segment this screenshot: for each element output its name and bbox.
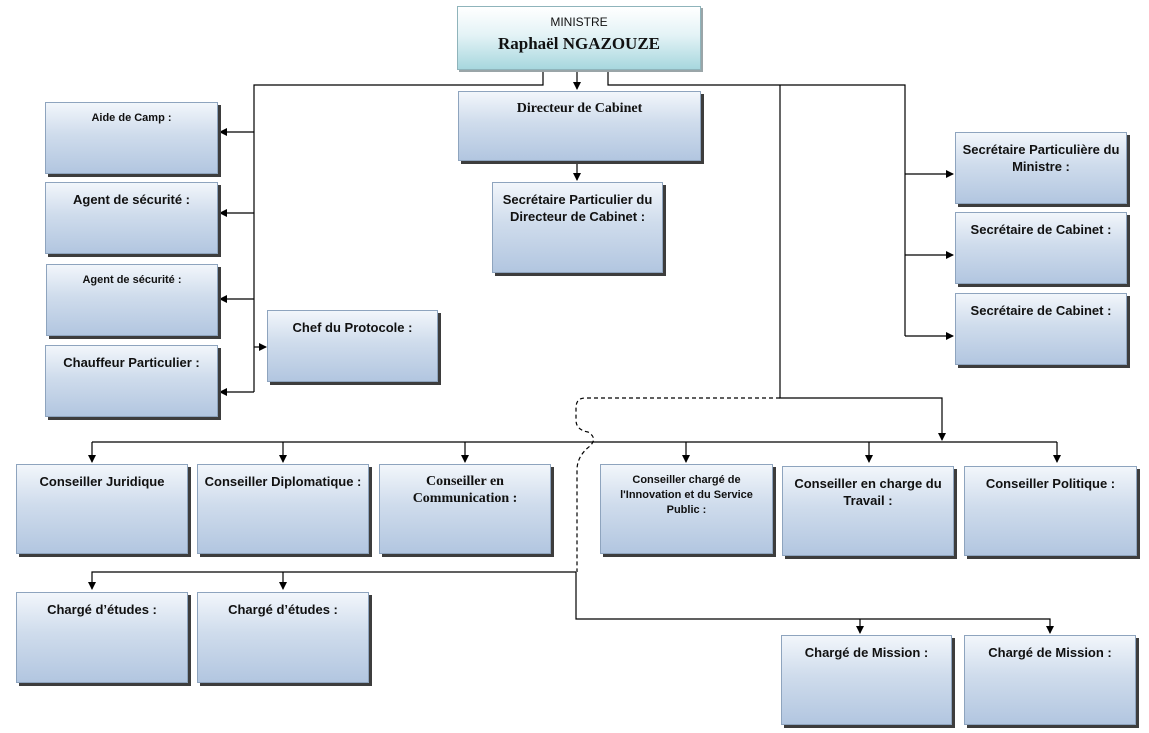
conseiller-label-3: Conseiller chargé de l'Innovation et du …: [620, 474, 753, 516]
minister-title: MINISTRE: [550, 15, 608, 29]
minister-box: MINISTRE Raphaël NGAZOUZE: [457, 6, 701, 70]
conseiller-label-1: Conseiller Diplomatique :: [204, 474, 362, 489]
charge-etudes-label-1: Chargé d’études :: [228, 602, 338, 617]
minister-name: Raphaël NGAZOUZE: [498, 34, 660, 53]
conseiller-innovation-box: Conseiller chargé de l'Innovation et du …: [600, 464, 773, 554]
secretaire-cabinet-box-1: Secrétaire de Cabinet :: [955, 212, 1127, 284]
charge-etudes-label-0: Chargé d’études :: [47, 602, 157, 617]
right-label-1: Secrétaire de Cabinet :: [970, 222, 1112, 237]
secretaire-particuliere-box: Secrétaire Particulière du Ministre :: [955, 132, 1127, 204]
right-label-0: Secrétaire Particulière du Ministre :: [962, 142, 1120, 174]
conseiller-politique-box: Conseiller Politique :: [964, 466, 1137, 556]
charge-etudes-box-1: Chargé d’études :: [16, 592, 188, 683]
conseiller-label-0: Conseiller Juridique: [39, 474, 165, 489]
agent-securite-box-1: Agent de sécurité :: [45, 182, 218, 254]
charge-mission-label-0: Chargé de Mission :: [804, 645, 929, 660]
protocole-label: Chef du Protocole :: [292, 320, 413, 335]
charge-etudes-box-2: Chargé d’études :: [197, 592, 369, 683]
left-label-0: Aide de Camp :: [91, 112, 172, 124]
right-label-2: Secrétaire de Cabinet :: [970, 303, 1112, 318]
secretaire-cabinet-box-2: Secrétaire de Cabinet :: [955, 293, 1127, 365]
charge-mission-label-1: Chargé de Mission :: [988, 645, 1112, 660]
secretaire-directeur-box: Secrétaire Particulier du Directeur de C…: [492, 182, 663, 273]
conseiller-label-5: Conseiller Politique :: [985, 476, 1116, 491]
agent-securite-box-2: Agent de sécurité :: [46, 264, 218, 336]
conseiller-communication-box: Conseiller en Communication :: [379, 464, 551, 554]
left-label-2: Agent de sécurité :: [82, 274, 182, 286]
secretaire-directeur-label: Secrétaire Particulier du Directeur de C…: [502, 192, 653, 224]
conseiller-label-2: Conseiller en Communication :: [412, 474, 518, 506]
conseiller-juridique-box: Conseiller Juridique: [16, 464, 188, 554]
left-label-1: Agent de sécurité :: [72, 192, 191, 207]
conseiller-label-4: Conseiller en charge du Travail :: [794, 476, 942, 508]
directeur-label: Directeur de Cabinet: [516, 101, 643, 116]
conseiller-travail-box: Conseiller en charge du Travail :: [782, 466, 954, 556]
left-label-3: Chauffeur Particulier :: [63, 355, 200, 370]
chef-protocole-box: Chef du Protocole :: [267, 310, 438, 382]
charge-mission-box-1: Chargé de Mission :: [781, 635, 952, 725]
chauffeur-box: Chauffeur Particulier :: [45, 345, 218, 417]
charge-mission-box-2: Chargé de Mission :: [964, 635, 1136, 725]
conseiller-diplomatique-box: Conseiller Diplomatique :: [197, 464, 369, 554]
directeur-box: Directeur de Cabinet: [458, 91, 701, 161]
aide-de-camp-box: Aide de Camp :: [45, 102, 218, 174]
